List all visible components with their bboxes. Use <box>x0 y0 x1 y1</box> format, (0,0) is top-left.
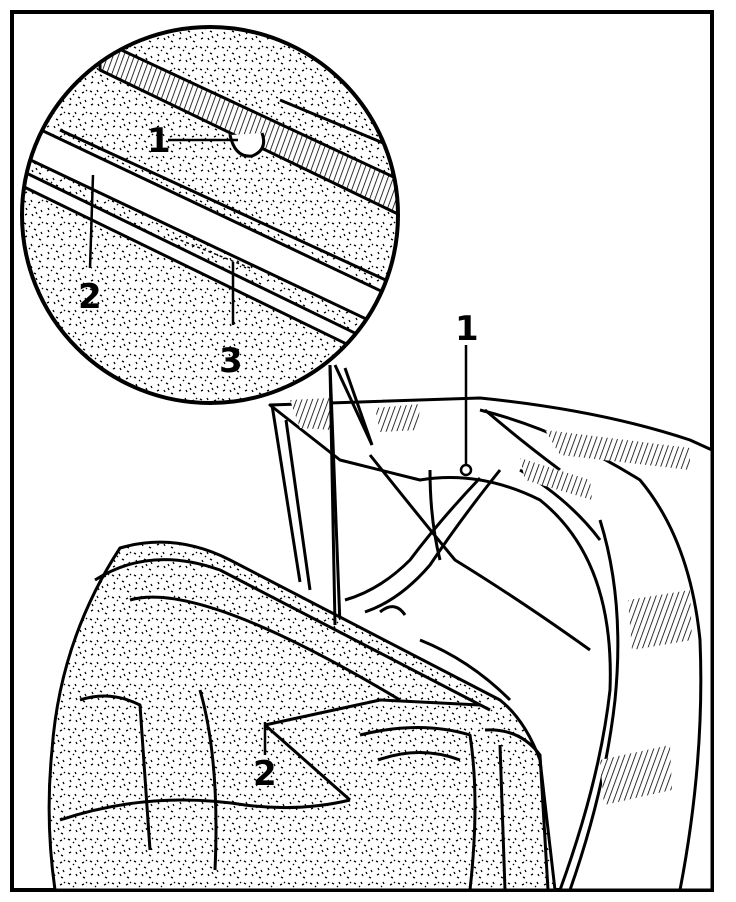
detail-magnifier <box>20 25 400 405</box>
callout-detail-2: 2 <box>78 277 102 317</box>
backrest <box>47 540 557 892</box>
seat-hatching <box>290 398 692 805</box>
callout-main-1: 1 <box>455 309 479 349</box>
callout-detail-1: 1 <box>147 121 171 161</box>
callout-leaders <box>88 138 468 755</box>
screw-hole-main <box>459 463 473 477</box>
callout-detail-3: 3 <box>219 341 243 381</box>
guide-rails <box>270 364 374 626</box>
magnifier-leaders <box>328 364 374 626</box>
callout-main-2: 2 <box>253 754 277 794</box>
